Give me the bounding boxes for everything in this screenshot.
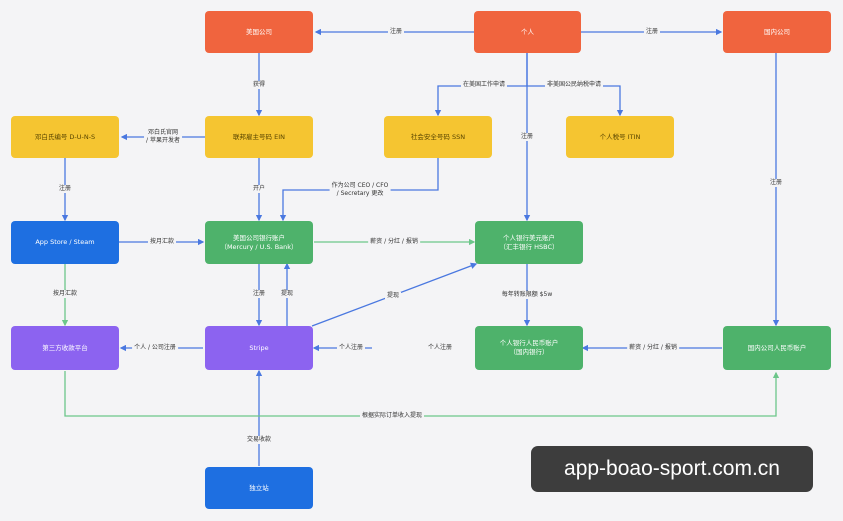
label-stripe-register: 注册 [250,290,268,298]
node-ssn: 社会安全号码 SSN [384,116,492,158]
label-register-us: 注册 [387,28,405,36]
label-duns-apply: 邓白氏官网 / 苹果开发者 [144,129,182,145]
label-withdraw-2: 提现 [384,292,402,300]
label-salary-dividend-2: 薪资 / 分红 / 报销 [627,344,679,352]
node-us-company: 美国公司 [205,11,313,53]
label-annual-limit: 每年转账限额 $5w [499,291,555,299]
edge-individual-to-itin [527,85,624,117]
label-register-domestic: 注册 [767,179,785,187]
label-obtain: 获得 [250,81,268,89]
label-work-in-us: 在美国工作申请 [460,81,508,89]
label-non-citizen-tax: 非美国公民纳税申请 [544,81,604,89]
node-ein: 联邦雇主号码 EIN [205,116,313,158]
label-personal-company-register: 个人 / 公司注册 [132,344,178,352]
label-salary-dividend: 薪资 / 分红 / 报销 [368,238,420,246]
node-personal-cny: 个人银行人民币账户 （国内银行） [475,326,583,370]
label-personal-register: 个人注册 [336,344,366,352]
label-register-duns: 注册 [56,185,74,193]
node-itin: 个人税号 ITIN [566,116,674,158]
label-register-domestic-company: 注册 [643,28,661,36]
node-domestic-cny: 国内公司人民币账户 [723,326,831,370]
label-actual-order-income: 根据实际订单收入提现 [359,412,425,420]
node-third-party: 第三方收款平台 [11,326,119,370]
label-monthly-remit: 按月汇款 [147,238,177,246]
node-app-store: App Store / Steam [11,221,119,264]
node-stripe: Stripe [205,326,313,370]
node-duns: 邓白氏编号 D-U-N-S [11,116,119,158]
node-independent-site: 独立站 [205,467,313,509]
label-transaction-income: 交易收款 [244,436,274,444]
node-individual: 个人 [474,11,581,53]
label-register-individual: 注册 [518,133,536,141]
label-open-account: 开户 [250,185,268,193]
node-us-bank: 美国公司银行账户 （Mercury / U.S. Bank） [205,221,313,264]
label-withdraw: 提现 [278,290,296,298]
node-personal-usd: 个人银行美元账户 （汇丰银行 HSBC） [475,221,583,264]
label-monthly-remit-2: 按月汇款 [50,290,80,298]
edge-thirdparty-to-domestic-cny [64,371,780,417]
node-domestic-company: 国内公司 [723,11,831,53]
label-officer-change: 作为公司 CEO / CFO / Secretary 更改 [329,182,391,198]
label-personal-register-2: 个人注册 [425,344,455,352]
watermark: app-boao-sport.com.cn [531,446,813,492]
